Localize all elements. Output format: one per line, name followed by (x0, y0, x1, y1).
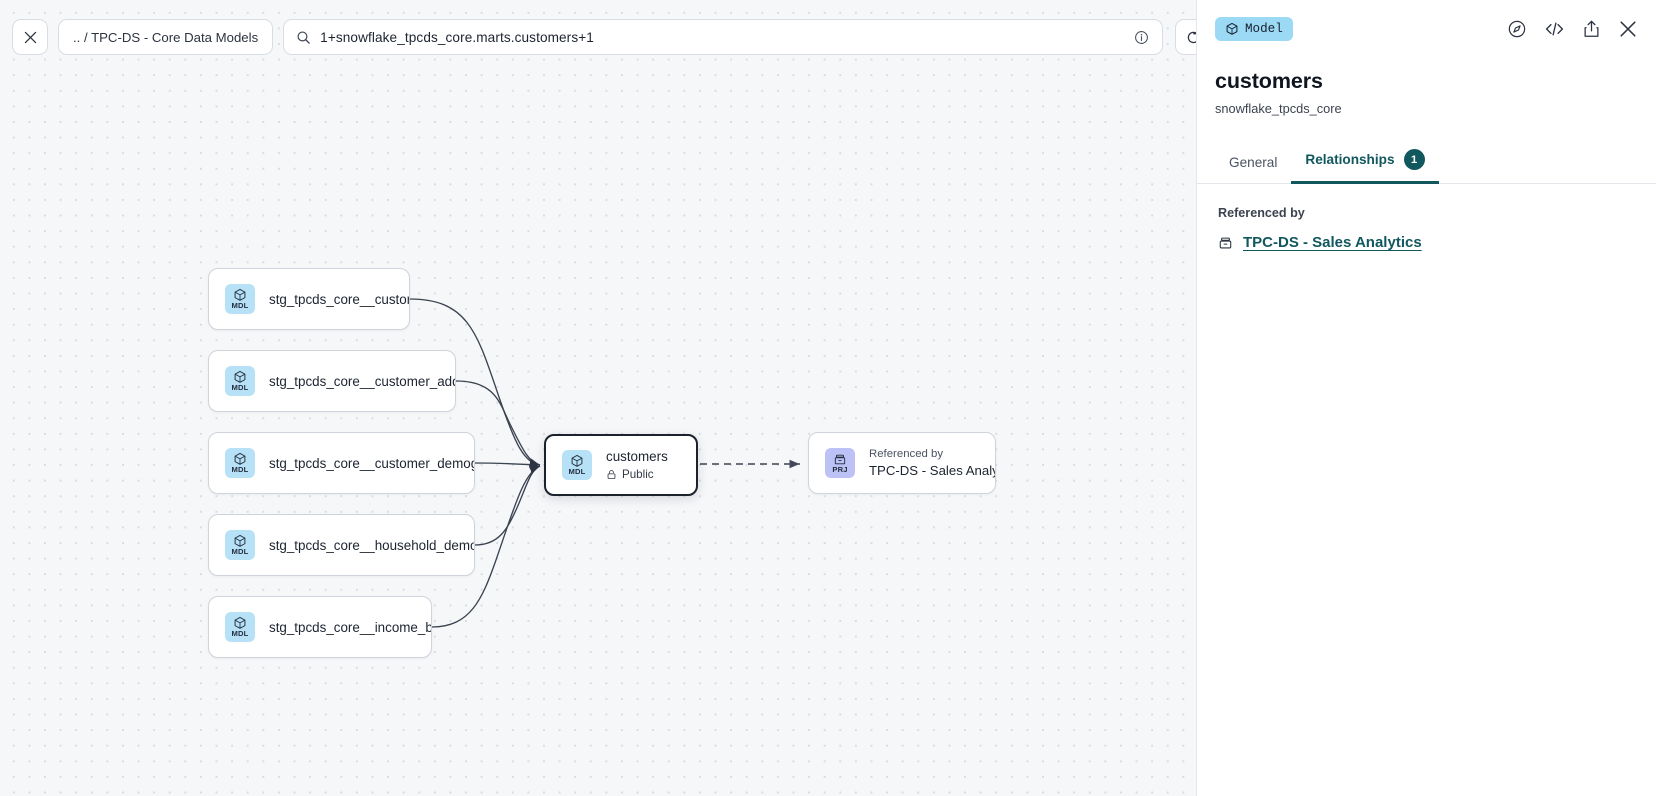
tab-relationships[interactable]: Relationships 1 (1291, 140, 1439, 184)
model-badge: MDL (225, 612, 255, 642)
node-text: stg_tpcds_core__income_band (269, 619, 431, 636)
info-icon[interactable] (1134, 30, 1149, 45)
breadcrumb-label: .. / TPC-DS - Core Data Models (73, 29, 259, 45)
explore-button[interactable] (1507, 19, 1527, 39)
lineage-node-stg-customer[interactable]: MDL stg_tpcds_core__customer (208, 268, 410, 330)
tab-label: Relationships (1305, 152, 1395, 167)
reference-link[interactable]: TPC-DS - Sales Analytics (1243, 234, 1422, 251)
badge-label: PRJ (832, 464, 848, 474)
list-item[interactable]: TPC-DS - Sales Analytics (1218, 234, 1638, 251)
lineage-edges (409, 298, 800, 628)
project-icon (834, 454, 846, 464)
lineage-node-stg-household-demographics[interactable]: MDL stg_tpcds_core__household_demogr… (208, 514, 475, 576)
node-title: stg_tpcds_core__household_demogr… (269, 537, 474, 553)
cube-icon (1226, 22, 1238, 35)
lineage-search-input[interactable]: 1+snowflake_tpcds_core.marts.customers+1 (283, 19, 1164, 55)
breadcrumb[interactable]: .. / TPC-DS - Core Data Models (58, 19, 274, 55)
model-badge: MDL (225, 530, 255, 560)
panel-action-group (1507, 19, 1638, 39)
badge-label: MDL (231, 629, 249, 638)
close-lineage-button[interactable] (12, 19, 48, 55)
panel-toolbar: Model (1197, 0, 1656, 57)
lineage-canvas[interactable]: .. / TPC-DS - Core Data Models 1+snowfla… (0, 0, 1196, 796)
badge-label: MDL (231, 383, 249, 392)
project-icon (1219, 237, 1232, 248)
view-code-button[interactable] (1544, 19, 1565, 39)
lineage-node-customers[interactable]: MDL customers Public (544, 434, 698, 496)
cube-icon (234, 452, 246, 465)
lineage-node-stg-customer-demographics[interactable]: MDL stg_tpcds_core__customer_demogra… (208, 432, 475, 494)
panel-header: customers snowflake_tpcds_core (1197, 57, 1656, 116)
cube-icon (234, 370, 246, 383)
close-icon (1620, 20, 1636, 37)
node-access-label: Public (622, 467, 654, 481)
page-subtitle: snowflake_tpcds_core (1215, 101, 1342, 116)
close-icon (24, 31, 36, 43)
badge-label: MDL (231, 547, 249, 556)
project-badge: PRJ (825, 448, 855, 478)
node-title: customers (606, 448, 668, 464)
tab-count-badge: 1 (1403, 149, 1425, 170)
close-panel-button[interactable] (1618, 19, 1638, 39)
share-icon (1584, 20, 1599, 37)
node-text: Referenced by TPC-DS - Sales Analytics (869, 447, 995, 479)
model-badge: MDL (225, 284, 255, 314)
tab-label: General (1229, 155, 1278, 170)
node-text: stg_tpcds_core__customer (269, 291, 409, 308)
page-title: customers (1215, 69, 1323, 93)
search-icon (297, 30, 310, 44)
lineage-node-stg-customer-address[interactable]: MDL stg_tpcds_core__customer_address (208, 350, 456, 412)
lineage-node-stg-income-band[interactable]: MDL stg_tpcds_core__income_band (208, 596, 432, 658)
node-title: TPC-DS - Sales Analytics (869, 463, 995, 478)
tab-general[interactable]: General (1215, 146, 1291, 184)
detail-panel: Model (1196, 0, 1656, 796)
explore-icon (1508, 20, 1526, 37)
node-kicker: Referenced by (869, 448, 944, 460)
cube-icon (571, 454, 583, 467)
model-badge: MDL (225, 448, 255, 478)
node-title: stg_tpcds_core__customer_demogra… (269, 455, 474, 471)
cube-icon (234, 288, 246, 301)
node-text: customers Public (606, 448, 668, 483)
model-badge: MDL (562, 450, 592, 480)
node-title: stg_tpcds_core__customer_address (269, 373, 455, 389)
code-icon (1545, 22, 1564, 35)
referenced-by-label: Referenced by (1218, 206, 1305, 220)
refresh-lineage-button[interactable] (1175, 19, 1196, 55)
badge-label: MDL (568, 467, 586, 476)
model-badge: MDL (225, 366, 255, 396)
entity-type-chip[interactable]: Model (1215, 16, 1293, 41)
node-text: stg_tpcds_core__household_demogr… (269, 537, 474, 554)
lock-icon (607, 470, 616, 479)
node-text: stg_tpcds_core__customer_address (269, 373, 455, 390)
relationships-body: Referenced by TPC-DS - Sales Analytics (1197, 184, 1656, 796)
panel-tabs: General Relationships 1 (1197, 140, 1656, 184)
badge-label: MDL (231, 301, 249, 310)
lineage-search-value: 1+snowflake_tpcds_core.marts.customers+1 (320, 29, 594, 45)
badge-label: MDL (231, 465, 249, 474)
node-title: stg_tpcds_core__income_band (269, 619, 431, 635)
canvas-toolbar: .. / TPC-DS - Core Data Models 1+snowfla… (12, 19, 1196, 55)
node-text: stg_tpcds_core__customer_demogra… (269, 455, 474, 472)
entity-type-label: Model (1245, 21, 1283, 36)
share-button[interactable] (1582, 19, 1601, 39)
lineage-node-project-sales-analytics[interactable]: PRJ Referenced by TPC-DS - Sales Analyti… (808, 432, 996, 494)
refresh-icon (1187, 31, 1196, 43)
cube-icon (234, 616, 246, 629)
cube-icon (234, 534, 246, 547)
node-access: Public (606, 467, 668, 483)
node-title: stg_tpcds_core__customer (269, 291, 409, 307)
